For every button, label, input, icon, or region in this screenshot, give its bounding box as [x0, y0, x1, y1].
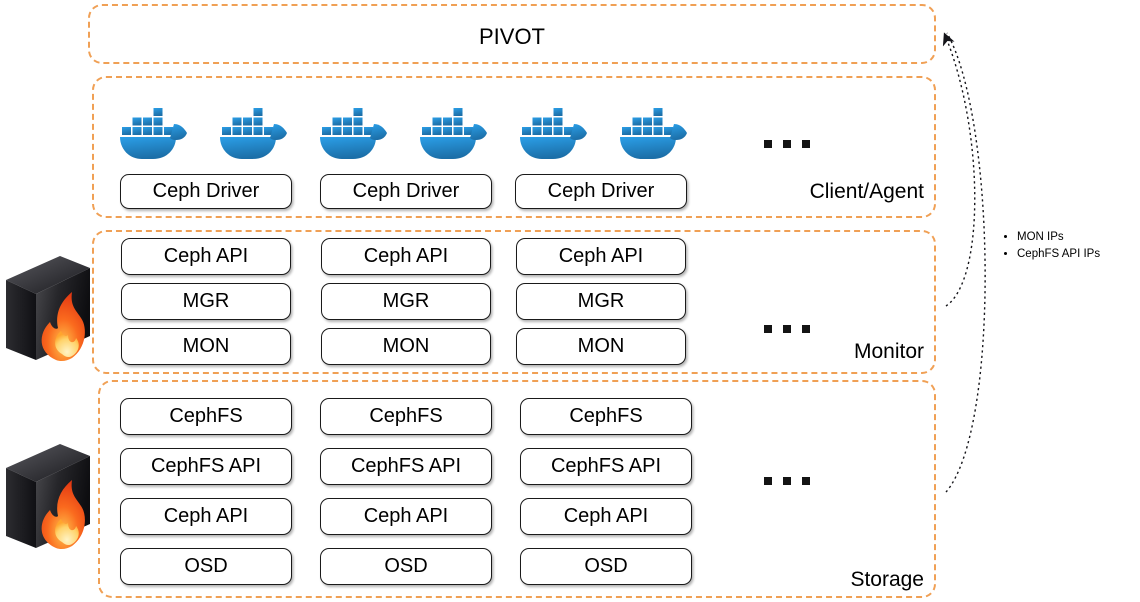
node-osd[interactable]: OSD: [520, 548, 692, 585]
ellipsis-dot: [802, 325, 810, 333]
ellipsis-dot: [783, 140, 791, 148]
docker-whale-icon: [418, 101, 490, 163]
node-ceph-driver[interactable]: Ceph Driver: [120, 174, 292, 209]
ellipsis-dot: [802, 477, 810, 485]
firewall-icon: [2, 436, 94, 556]
node-cephfs[interactable]: CephFS: [320, 398, 492, 435]
node-cephfs-api[interactable]: CephFS API: [120, 448, 292, 485]
node-mgr[interactable]: MGR: [121, 283, 291, 320]
node-mon[interactable]: MON: [516, 328, 686, 365]
node-mon[interactable]: MON: [121, 328, 291, 365]
node-ceph-api[interactable]: Ceph API: [520, 498, 692, 535]
node-ceph-api[interactable]: Ceph API: [321, 238, 491, 275]
monitor-container: Monitor: [92, 230, 936, 374]
arrow-storage-to-pivot: [945, 32, 986, 493]
node-osd[interactable]: OSD: [120, 548, 292, 585]
pivot-container: PIVOT: [88, 4, 936, 64]
ip-annotation-list: MON IPs CephFS API IPs: [1004, 229, 1140, 263]
node-ceph-api[interactable]: Ceph API: [121, 238, 291, 275]
node-ceph-api[interactable]: Ceph API: [516, 238, 686, 275]
storage-container: Storage: [98, 380, 936, 598]
node-osd[interactable]: OSD: [320, 548, 492, 585]
ellipsis-dot: [764, 325, 772, 333]
client-agent-label: Client/Agent: [809, 180, 924, 203]
ip-list-item: MON IPs: [1017, 229, 1140, 246]
docker-whale-icon: [218, 101, 290, 163]
node-mon[interactable]: MON: [321, 328, 491, 365]
docker-whale-icon: [618, 101, 690, 163]
ellipsis-dot: [783, 325, 791, 333]
monitor-label: Monitor: [853, 340, 924, 363]
ellipsis-dot: [802, 140, 810, 148]
node-ceph-driver[interactable]: Ceph Driver: [515, 174, 687, 209]
node-cephfs[interactable]: CephFS: [120, 398, 292, 435]
arrow-monitor-to-pivot: [942, 32, 976, 307]
ip-list-item: CephFS API IPs: [1017, 246, 1140, 263]
ellipsis-dot: [764, 140, 772, 148]
node-ceph-api[interactable]: Ceph API: [320, 498, 492, 535]
docker-whale-icon: [518, 101, 590, 163]
client-agent-container: Client/Agent: [92, 76, 936, 218]
ellipsis-dot: [783, 477, 791, 485]
client-ellipsis: [764, 140, 810, 148]
node-cephfs-api[interactable]: CephFS API: [320, 448, 492, 485]
monitor-ellipsis: [764, 325, 810, 333]
node-ceph-driver[interactable]: Ceph Driver: [320, 174, 492, 209]
node-cephfs[interactable]: CephFS: [520, 398, 692, 435]
docker-whale-icon: [118, 101, 190, 163]
docker-whale-icon: [318, 101, 390, 163]
node-ceph-api[interactable]: Ceph API: [120, 498, 292, 535]
node-mgr[interactable]: MGR: [321, 283, 491, 320]
pivot-label: PIVOT: [478, 24, 545, 49]
ellipsis-dot: [764, 477, 772, 485]
firewall-icon: [2, 248, 94, 368]
storage-ellipsis: [764, 477, 810, 485]
node-mgr[interactable]: MGR: [516, 283, 686, 320]
node-cephfs-api[interactable]: CephFS API: [520, 448, 692, 485]
storage-label: Storage: [850, 568, 924, 591]
